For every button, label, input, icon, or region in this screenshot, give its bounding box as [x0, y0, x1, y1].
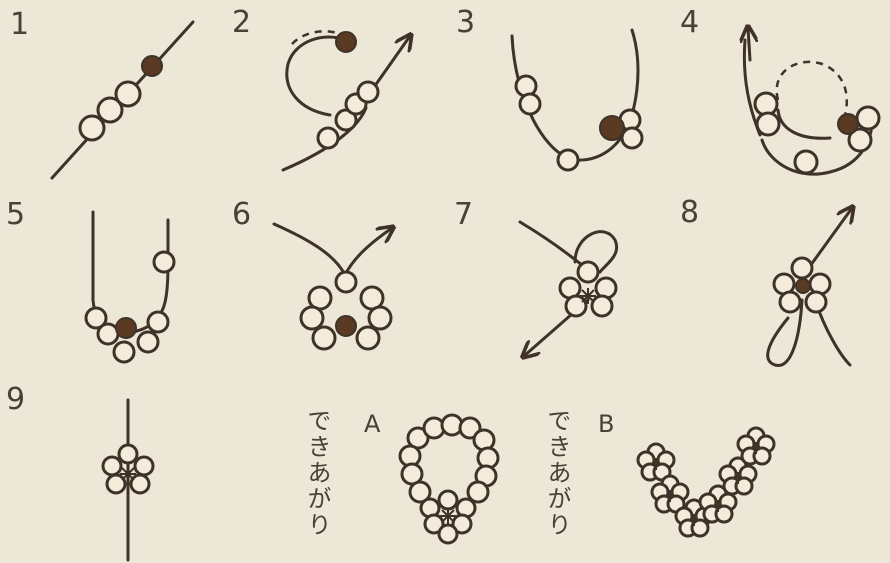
step-7-diagram: [520, 222, 617, 356]
result-a-necklace: [400, 415, 498, 543]
step-6-diagram: [274, 224, 392, 349]
step-9-diagram: [103, 400, 153, 560]
step-8-diagram: [768, 208, 852, 365]
step-4-diagram: [744, 28, 879, 174]
step-2-diagram: [283, 31, 410, 170]
result-b-garland: [638, 428, 774, 536]
step-1-diagram: [52, 22, 193, 178]
step-3-diagram: [512, 30, 642, 170]
step-5-diagram: [86, 212, 174, 362]
